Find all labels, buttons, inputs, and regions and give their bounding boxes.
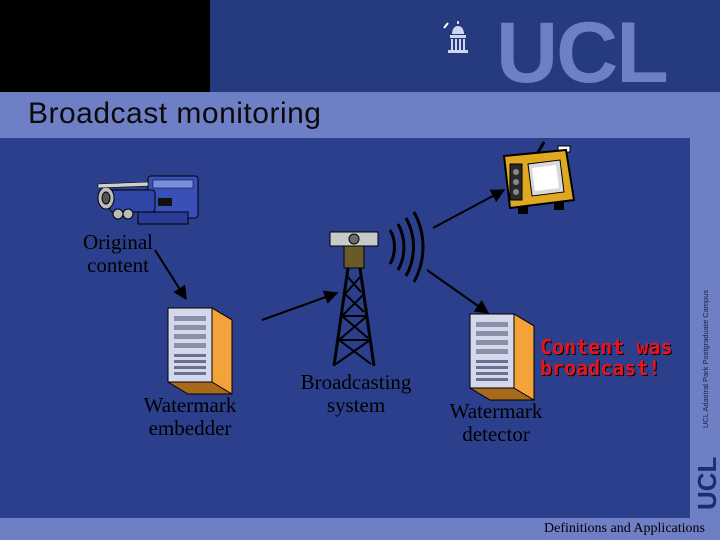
bottom-band	[0, 518, 720, 540]
vertical-ucl-logo: UCL	[694, 456, 720, 510]
right-strip	[690, 138, 720, 518]
title-band	[0, 92, 720, 138]
flow-arrows	[154, 189, 506, 321]
broadcast-tower-icon	[329, 211, 425, 367]
header-black-panel	[0, 0, 210, 92]
arrow-embedder-to-broadcast	[261, 290, 339, 321]
svg-text:UCL: UCL	[694, 456, 720, 510]
arrow-broadcast-to-tv	[432, 189, 506, 229]
header-navy-panel	[210, 0, 720, 92]
result-line: broadcast!	[540, 356, 661, 380]
arrow-broadcast-to-detector	[426, 269, 490, 314]
label-line: Watermark	[449, 399, 543, 423]
node-label-watermark-detector: Watermark detector	[430, 400, 562, 446]
node-label-broadcasting-system: Broadcasting system	[280, 371, 432, 417]
video-camera-icon	[97, 175, 199, 225]
label-line: Broadcasting	[300, 370, 412, 394]
label-line: detector	[462, 422, 530, 446]
node-label-original-content: Original content	[83, 230, 153, 277]
label-line: Watermark	[143, 393, 237, 417]
campus-text: UCL Adastral Park Postgraduate Campus	[701, 290, 710, 428]
server-tower-icon	[167, 307, 233, 395]
node-label-watermark-embedder: Watermark embedder	[124, 394, 256, 440]
svg-text:UCL Adastral Park Postgraduate: UCL Adastral Park Postgraduate Campus	[701, 290, 710, 428]
ucl-logo: UCL	[496, 5, 669, 101]
arrow-original-to-embedder	[154, 249, 187, 301]
label-line: system	[326, 393, 386, 417]
label-line: embedder	[148, 416, 232, 440]
television-icon	[502, 141, 576, 214]
slide-title: Broadcast monitoring	[28, 97, 322, 130]
result-message: Content was broadcast!	[540, 337, 690, 379]
footer-text: Definitions and Applications	[544, 521, 705, 536]
result-line: Content was	[540, 335, 673, 359]
server-tower-icon	[469, 313, 535, 401]
